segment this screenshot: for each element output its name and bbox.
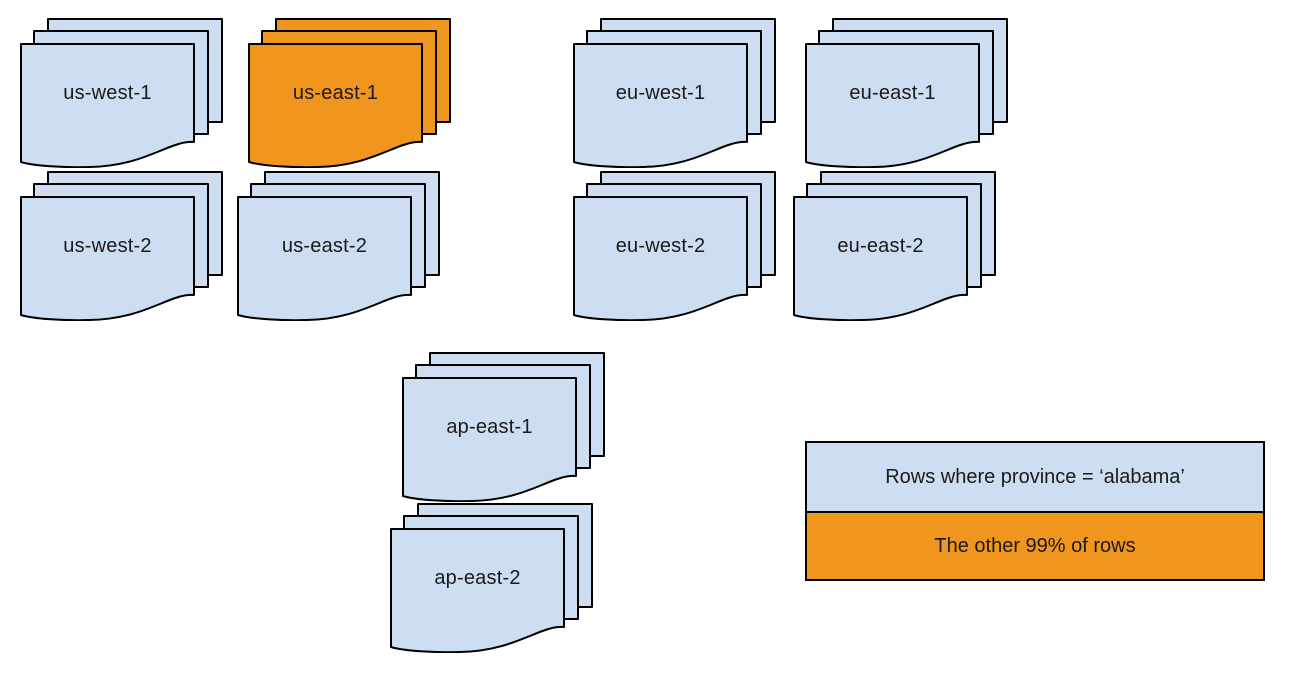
document-stack-icon bbox=[20, 171, 223, 321]
legend-label: The other 99% of rows bbox=[934, 534, 1136, 557]
region-stack-eu-west-1: eu-west-1 bbox=[573, 18, 776, 168]
document-stack-icon bbox=[805, 18, 1008, 168]
document-stack-icon bbox=[793, 171, 996, 321]
region-stack-us-east-2: us-east-2 bbox=[237, 171, 440, 321]
region-stack-eu-east-1: eu-east-1 bbox=[805, 18, 1008, 168]
legend-item-alabama-rows: Rows where province = ‘alabama’ bbox=[807, 443, 1263, 511]
legend-item-other-rows: The other 99% of rows bbox=[807, 511, 1263, 579]
document-stack-icon bbox=[402, 352, 605, 502]
document-stack-icon bbox=[237, 171, 440, 321]
legend: Rows where province = ‘alabama’ The othe… bbox=[805, 441, 1265, 581]
legend-label: Rows where province = ‘alabama’ bbox=[885, 465, 1185, 488]
document-stack-icon bbox=[390, 503, 593, 653]
region-stack-us-west-2: us-west-2 bbox=[20, 171, 223, 321]
region-stack-us-east-1: us-east-1 bbox=[248, 18, 451, 168]
document-stack-icon bbox=[20, 18, 223, 168]
region-stack-us-west-1: us-west-1 bbox=[20, 18, 223, 168]
region-stack-ap-east-1: ap-east-1 bbox=[402, 352, 605, 502]
region-stack-ap-east-2: ap-east-2 bbox=[390, 503, 593, 653]
region-stack-eu-west-2: eu-west-2 bbox=[573, 171, 776, 321]
document-stack-icon bbox=[573, 171, 776, 321]
region-stack-eu-east-2: eu-east-2 bbox=[793, 171, 996, 321]
document-stack-icon bbox=[573, 18, 776, 168]
document-stack-icon bbox=[248, 18, 451, 168]
